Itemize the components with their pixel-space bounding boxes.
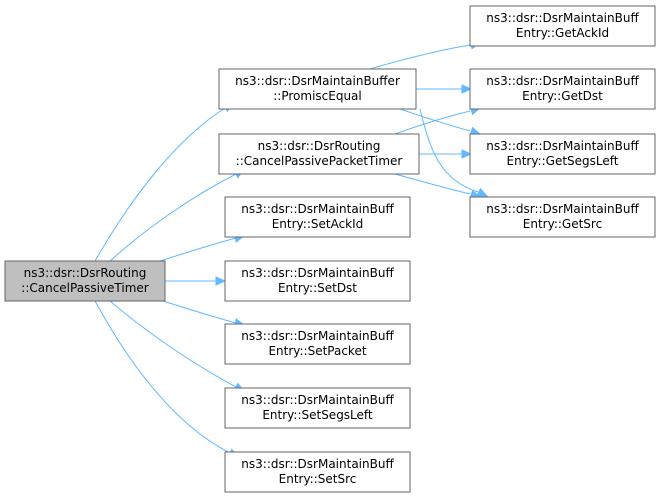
node-cancelpkt[interactable]: ns3::dsr::DsrRouting::CancelPassivePacke…: [218, 133, 420, 175]
node-label-line: Entry::SetPacket: [268, 344, 366, 358]
edge-root-to-promisc: [94, 102, 235, 262]
edge-root-to-setsegsleft: [109, 300, 246, 392]
edge-line: [394, 173, 471, 195]
node-setpacket[interactable]: ns3::dsr::DsrMaintainBuffEntry::SetPacke…: [224, 323, 411, 365]
node-label-line: Entry::SetAckId: [272, 217, 364, 231]
node-label-line: ns3::dsr::DsrMaintainBuff: [241, 393, 394, 407]
edge-promisc-to-getsegsleft: [399, 108, 482, 136]
node-promisc[interactable]: ns3::dsr::DsrMaintainBuffer::PromiscEqua…: [218, 68, 417, 110]
node-label-line: ns3::dsr::DsrMaintainBuff: [486, 11, 639, 25]
node-label-line: Entry::GetAckId: [516, 26, 609, 40]
node-box[interactable]: [469, 133, 656, 175]
edge-cancelpkt-to-getsegsleft: [419, 149, 473, 159]
node-label-line: Entry::SetSegsLeft: [262, 408, 373, 422]
arrowhead-icon: [461, 149, 473, 159]
node-box[interactable]: [224, 260, 411, 302]
edge-promisc-to-getsrc: [419, 108, 489, 197]
nodes-layer: ns3::dsr::DsrRouting::CancelPassiveTimer…: [4, 5, 656, 493]
node-label-line: ns3::dsr::DsrMaintainBuff: [241, 266, 394, 280]
edge-line: [94, 107, 226, 262]
node-label-line: Entry::SetDst: [278, 281, 357, 295]
edge-line: [419, 108, 479, 193]
node-label-line: ::CancelPassivePacketTimer: [236, 154, 403, 168]
edge-line: [109, 300, 237, 388]
node-setsegsleft[interactable]: ns3::dsr::DsrMaintainBuffEntry::SetSegsL…: [224, 387, 411, 429]
node-label-line: Entry::GetDst: [522, 89, 603, 103]
arrowhead-icon: [461, 84, 473, 94]
node-box[interactable]: [224, 323, 411, 365]
node-label-line: ::PromiscEqual: [273, 89, 362, 103]
node-label-line: Entry::GetSegsLeft: [507, 154, 619, 168]
node-label-line: ns3::dsr::DsrMaintainBuff: [486, 202, 639, 216]
edge-line: [159, 299, 237, 324]
edge-line: [394, 110, 471, 135]
node-label-line: ns3::dsr::DsrMaintainBuff: [486, 74, 639, 88]
edge-line: [94, 300, 231, 454]
node-label-line: ns3::dsr::DsrMaintainBuff: [241, 202, 394, 216]
arrowhead-icon: [476, 187, 489, 197]
node-root[interactable]: ns3::dsr::DsrRouting::CancelPassiveTimer: [4, 260, 166, 302]
node-label-line: ns3::dsr::DsrMaintainBuff: [241, 329, 394, 343]
edge-promisc-to-getdst: [416, 84, 473, 94]
node-box[interactable]: [218, 133, 420, 175]
node-box[interactable]: [4, 260, 166, 302]
edge-line: [159, 237, 237, 262]
edge-line: [109, 173, 237, 262]
edge-root-to-setackid: [159, 233, 246, 262]
edge-root-to-setsrc: [94, 300, 240, 458]
node-box[interactable]: [224, 196, 411, 238]
node-label-line: ::CancelPassiveTimer: [21, 281, 148, 295]
arrowhead-icon: [215, 276, 227, 286]
node-label-line: Entry::SetSrc: [279, 472, 357, 486]
edge-cancelpkt-to-getsrc: [394, 173, 482, 199]
node-label-line: ns3::dsr::DsrMaintainBuffer: [235, 74, 400, 88]
node-label-line: ns3::dsr::DsrRouting: [258, 139, 381, 153]
node-box[interactable]: [224, 387, 411, 429]
node-label-line: ns3::dsr::DsrMaintainBuff: [486, 139, 639, 153]
node-label-line: ns3::dsr::DsrMaintainBuff: [241, 457, 394, 471]
node-box[interactable]: [224, 451, 411, 493]
node-box[interactable]: [469, 5, 656, 47]
edge-promisc-to-getackid: [369, 40, 482, 70]
node-label-line: Entry::GetSrc: [523, 217, 602, 231]
node-box[interactable]: [469, 68, 656, 110]
node-getsegsleft[interactable]: ns3::dsr::DsrMaintainBuffEntry::GetSegsL…: [469, 133, 656, 175]
edge-line: [399, 108, 471, 132]
node-label-line: ns3::dsr::DsrRouting: [24, 266, 147, 280]
edge-root-to-setpacket: [159, 299, 246, 328]
node-box[interactable]: [469, 196, 656, 238]
node-box[interactable]: [218, 68, 417, 110]
edge-line: [369, 44, 471, 70]
edge-root-to-setdst: [165, 276, 227, 286]
edge-root-to-cancelpkt: [109, 169, 246, 262]
